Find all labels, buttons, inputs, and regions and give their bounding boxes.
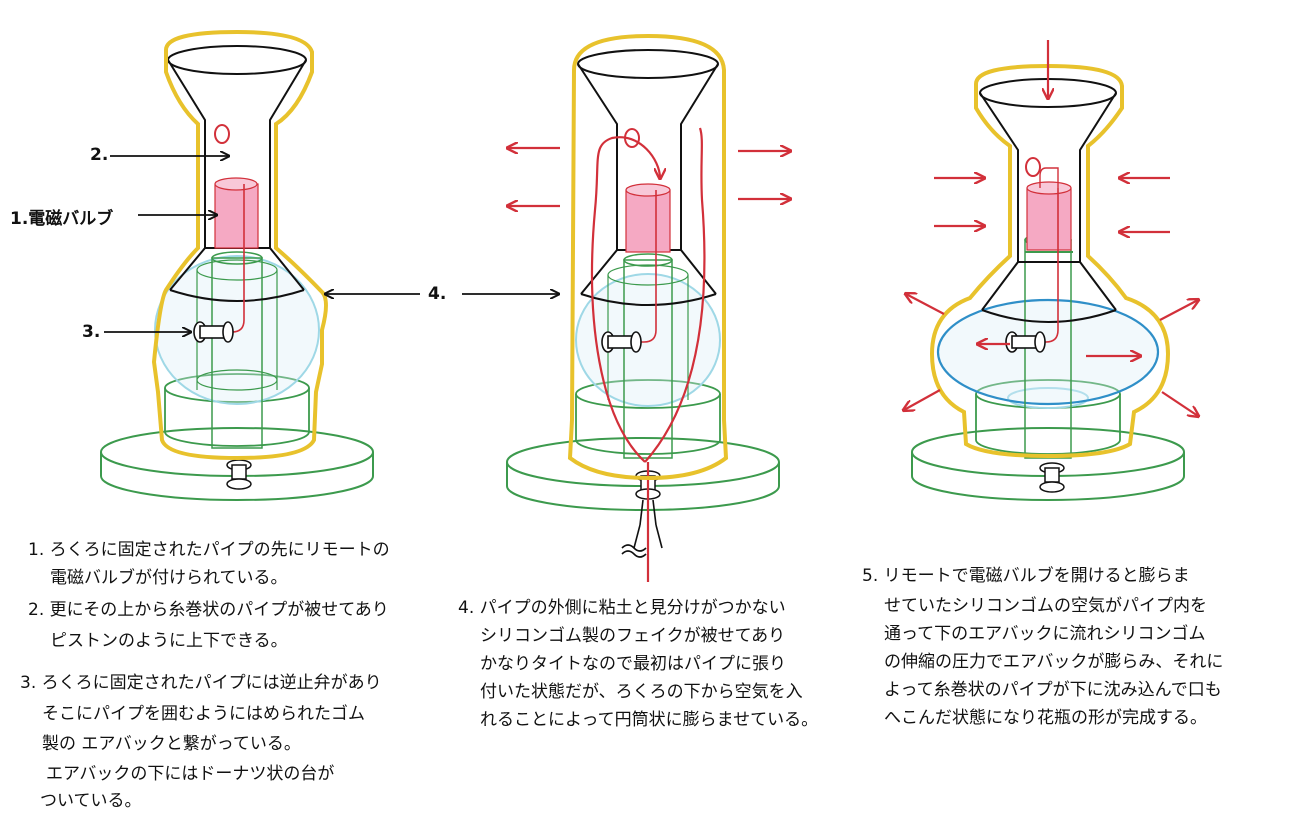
silicone-fake-outline (567, 33, 729, 481)
note-2-line-1: 2. 更にその上から糸巻状のパイプが被せてあり (28, 600, 389, 620)
note-5-line-4: の伸縮の圧力でエアバックが膨らみ、それに (884, 652, 1224, 672)
check-valve (601, 331, 642, 353)
fixed-pipe (211, 251, 263, 449)
expand-arrow (1159, 300, 1198, 321)
note-5-line-3: 通って下のエアバックに流れシリコンゴム (884, 624, 1206, 644)
airbag (154, 255, 320, 405)
note-5-line-2: せていたシリコンゴムの空気がパイプ内を (884, 596, 1207, 616)
note-4-line-1: 4. パイプの外側に粘土と見分けがつかない (458, 598, 786, 618)
note-5-line-5: よって糸巻状のパイプが下に沈み込んで口も (884, 680, 1222, 700)
expand-arrow (904, 389, 941, 410)
label-3: 3. (82, 322, 101, 342)
figure-2 (506, 33, 790, 582)
spool-pipe (577, 49, 719, 306)
airbag-inflated (936, 298, 1160, 406)
note-4-line-2: シリコンゴム製のフェイクが被せてあり (480, 626, 786, 646)
ring (214, 124, 230, 144)
spool-pipe (167, 45, 307, 302)
solenoid-valve (625, 183, 671, 253)
note-5-line-6: へこんだ状態になり花瓶の形が完成する。 (884, 708, 1207, 728)
note-3-line-5: ついている。 (40, 791, 142, 811)
donut-stand (164, 373, 310, 447)
note-3-line-1: 3. ろくろに固定されたパイプには逆止弁があり (20, 673, 382, 693)
check-valve (1005, 331, 1046, 353)
red-tube (1034, 188, 1059, 343)
knob (1039, 462, 1065, 493)
label-1-solenoid-valve: 1.電磁バルブ (10, 209, 114, 229)
note-1-line-2: 電磁バルブが付けられている。 (50, 568, 288, 588)
figure-1 (100, 29, 374, 501)
label-2: 2. (90, 145, 109, 165)
airflow-path (590, 136, 660, 463)
knob (226, 459, 252, 490)
note-4-line-3: かなりタイトなので最初はパイプに張り (480, 654, 786, 674)
airbag (575, 273, 721, 407)
label-4: 4. (428, 284, 447, 304)
note-5-line-1: 5. リモートで電磁バルブを開けると膨らま (862, 566, 1190, 586)
note-3-line-3: 製の エアバックと繋がっている。 (42, 734, 301, 754)
silicone-fake-outline (929, 63, 1171, 459)
note-1-line-1: 1. ろくろに固定されたパイプの先にリモートの (28, 540, 390, 560)
note-2-line-2: ピストンのように上下できる。 (50, 631, 288, 651)
air-hose (621, 499, 663, 558)
ring (1025, 157, 1041, 177)
figure-3 (904, 40, 1198, 501)
check-valve (193, 321, 234, 343)
solenoid-valve (1025, 181, 1073, 253)
expand-arrow (906, 294, 945, 315)
solenoid-valve (214, 177, 259, 249)
note-3-line-2: そこにパイプを囲むようにはめられたゴム (42, 704, 365, 724)
note-4-line-4: 付いた状態だが、ろくろの下から空気を入 (480, 682, 803, 702)
note-3-line-4: エアバックの下にはドーナツ状の台が (46, 764, 335, 784)
note-4-line-5: れることによって円筒状に膨らませている。 (480, 710, 819, 730)
expand-arrow (1161, 391, 1198, 416)
donut-stand (575, 379, 721, 455)
silicone-fake-outline (151, 29, 328, 461)
red-tube (630, 190, 657, 343)
